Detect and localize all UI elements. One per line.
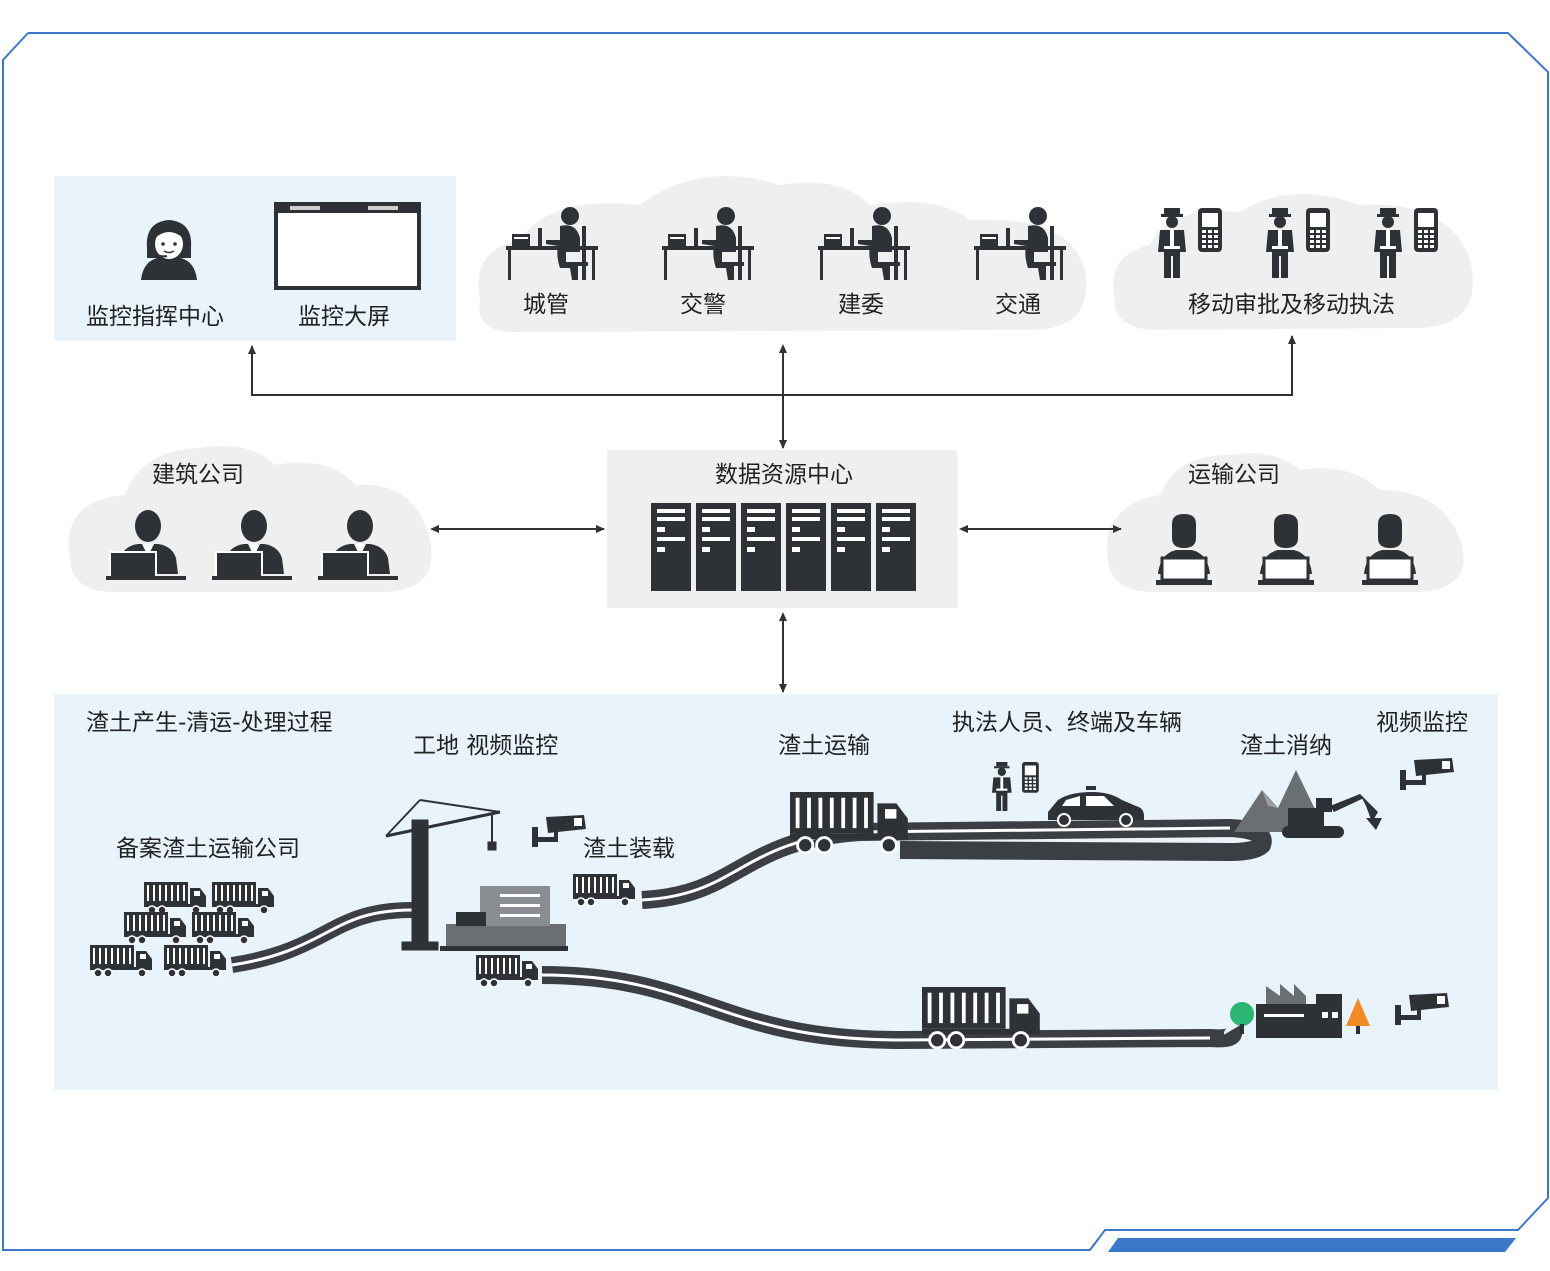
camera-icon	[532, 815, 586, 847]
video-monitor-label: 视频监控	[1376, 710, 1468, 736]
site-video-label: 工地 视频监控	[413, 733, 559, 759]
crane-icon	[385, 799, 501, 951]
roads	[230, 818, 1272, 1050]
big-screen-icon	[274, 202, 421, 290]
department-label-jiaojing: 交警	[680, 292, 726, 318]
enforcement-label: 执法人员、终端及车辆	[952, 710, 1182, 736]
enforcement-officer-icon	[992, 762, 1012, 811]
loading-label: 渣土装载	[583, 836, 675, 862]
factory-icon	[1230, 984, 1370, 1038]
transport-company-label: 运输公司	[1188, 462, 1280, 488]
department-label-chengguan: 城管	[523, 292, 569, 318]
department-label-jiaotong: 交通	[995, 292, 1041, 318]
departments-cloud	[478, 176, 1087, 332]
site-building-icon	[440, 886, 568, 951]
enforcement-phone-icon	[1022, 762, 1039, 793]
excavator-icon	[1282, 794, 1382, 838]
connectors	[248, 335, 1296, 693]
phone-icon	[1414, 208, 1438, 252]
department-label-jianwei: 建委	[838, 292, 884, 318]
transport-truck-icon	[788, 790, 910, 855]
consumption-label: 渣土消纳	[1240, 733, 1332, 759]
patrol-car-icon	[1048, 786, 1144, 827]
data-center-label: 数据资源中心	[715, 462, 853, 488]
camera-icon	[1400, 758, 1454, 790]
phone-icon	[1198, 208, 1222, 252]
transport-label: 渣土运输	[778, 733, 870, 759]
loading-truck-icon	[475, 954, 539, 988]
operator-icon	[141, 220, 197, 280]
monitor-center-label: 监控指挥中心	[86, 304, 224, 330]
mobile-enforcement-label: 移动审批及移动执法	[1188, 292, 1395, 318]
loading-truck-icon	[572, 873, 636, 907]
construction-company-label: 建筑公司	[152, 462, 244, 488]
phone-icon	[1306, 208, 1330, 252]
registered-company-label: 备案渣土运输公司	[116, 836, 300, 862]
accent-bar	[1108, 1238, 1516, 1252]
camera-icon	[1395, 993, 1449, 1025]
big-screen-label: 监控大屏	[298, 304, 390, 330]
process-title: 渣土产生-清运-处理过程	[86, 710, 333, 736]
